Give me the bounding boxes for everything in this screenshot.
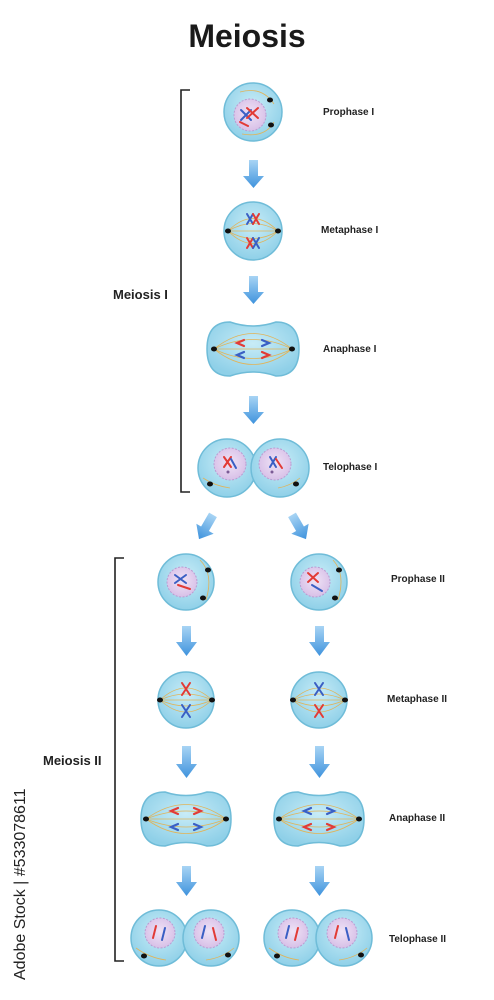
stage-label-metaphase-1: Metaphase I — [321, 225, 379, 236]
meiosis-2-label: Meiosis II — [43, 753, 102, 768]
metaphase-2-cell-left — [157, 671, 215, 729]
diagonal-arrow-right-icon — [288, 512, 309, 540]
down-arrow-icon — [309, 746, 330, 778]
prophase-2-cell-right — [290, 553, 348, 611]
anaphase-2-cell-left — [140, 791, 232, 847]
down-arrow-icon — [176, 746, 197, 778]
stage-label-metaphase-2: Metaphase II — [387, 694, 448, 705]
diagonal-arrow-left-icon — [196, 512, 217, 540]
stage-label-telophase-2: Telophase II — [389, 934, 447, 945]
metaphase-1-cell — [223, 201, 283, 261]
down-arrow-icon — [243, 396, 264, 424]
stage-label-anaphase-2: Anaphase II — [389, 813, 446, 824]
stage-label-anaphase-1: Anaphase I — [323, 344, 377, 355]
anaphase-1-cell — [206, 321, 300, 377]
down-arrow-icon — [243, 276, 264, 304]
anaphase-2-cell-right — [273, 791, 365, 847]
telophase-2-cells-left — [130, 909, 240, 967]
page-title: Meiosis — [188, 18, 306, 54]
down-arrow-icon — [309, 626, 330, 656]
down-arrow-icon — [243, 160, 264, 188]
stage-label-prophase-1: Prophase I — [323, 107, 375, 118]
stage-label-telophase-1: Telophase I — [323, 462, 378, 473]
stage-label-prophase-2: Prophase II — [391, 574, 445, 585]
metaphase-2-cell-right — [290, 671, 348, 729]
stock-watermark: Adobe Stock | #533078611 — [12, 788, 29, 980]
down-arrow-icon — [176, 866, 197, 896]
prophase-1-cell — [223, 82, 283, 142]
meiosis-1-label: Meiosis I — [113, 287, 168, 302]
prophase-2-cell-left — [157, 553, 215, 611]
down-arrow-icon — [309, 866, 330, 896]
telophase-2-cells-right — [263, 909, 373, 967]
down-arrow-icon — [176, 626, 197, 656]
telophase-1-cell — [197, 438, 310, 498]
meiosis-2-bracket — [114, 557, 124, 962]
meiosis-1-bracket — [180, 89, 190, 493]
